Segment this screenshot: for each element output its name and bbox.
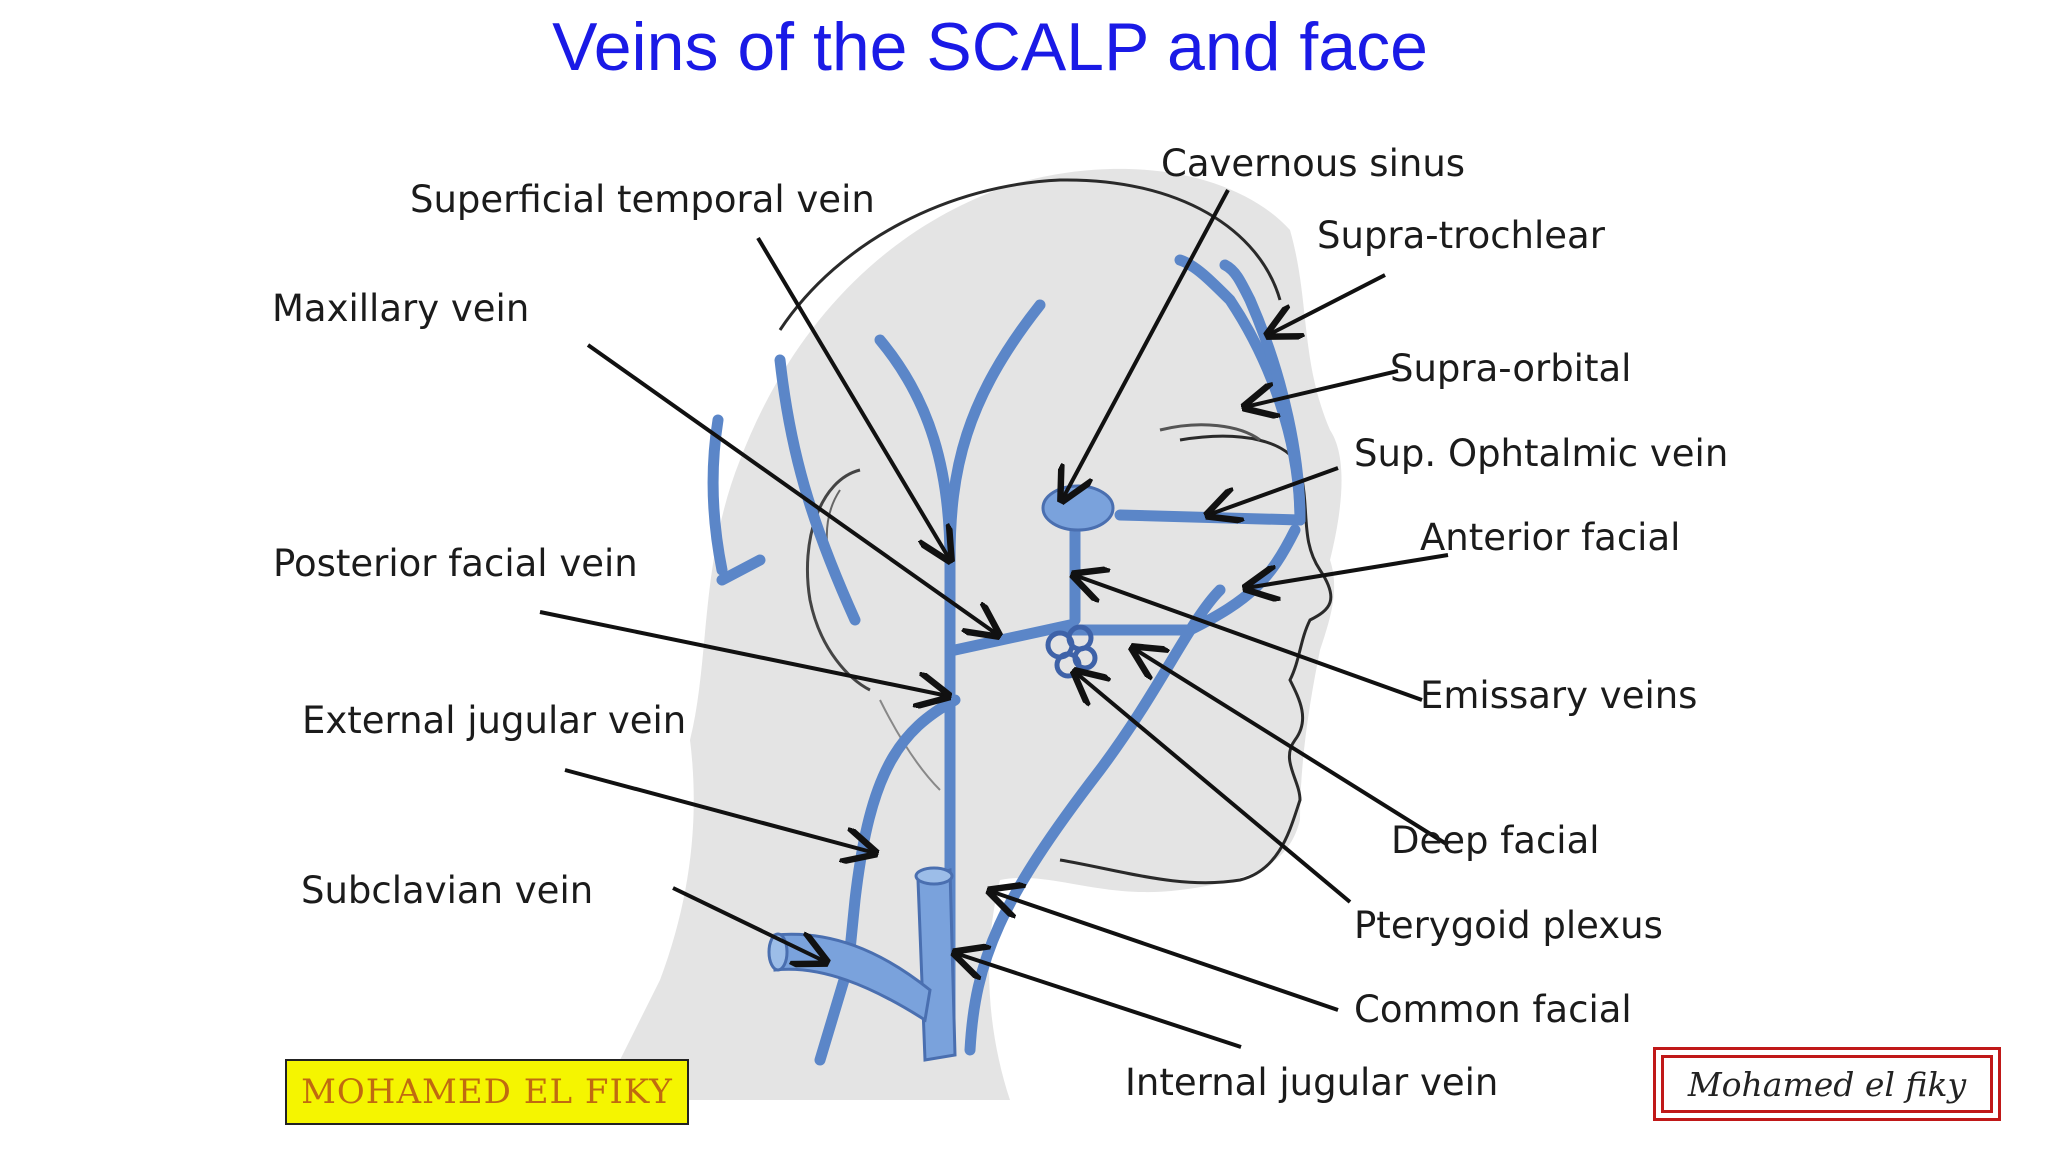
- label-sup-ophtalmic-vein: Sup. Ophtalmic vein: [1354, 432, 1729, 475]
- slide-title: Veins of the SCALP and face: [552, 9, 1428, 85]
- arrow-emissary-veins: [1074, 575, 1423, 702]
- arrow-cavernous-sinus: [1062, 189, 1230, 500]
- arrow-pterygoid-plexus: [1075, 672, 1352, 904]
- label-anterior-facial: Anterior facial: [1420, 516, 1681, 559]
- arrow-anterior-facial: [1246, 553, 1449, 588]
- label-common-facial: Common facial: [1354, 988, 1632, 1031]
- arrow-external-jugular-vein: [564, 768, 875, 853]
- vein-network: [707, 254, 1306, 1066]
- pterygoid-plexus-shape: [1045, 624, 1098, 679]
- label-supra-orbital: Supra-orbital: [1390, 347, 1632, 390]
- label-pointer-arrows: [539, 189, 1450, 1049]
- arrow-sup-ophtalmic-vein: [1208, 466, 1339, 515]
- label-internal-jugular-vein: Internal jugular vein: [1125, 1061, 1499, 1104]
- arrow-supra-trochlear: [1268, 273, 1386, 335]
- arrow-posterior-facial-vein: [539, 610, 948, 696]
- label-external-jugular-vein: External jugular vein: [302, 699, 687, 742]
- arrow-supra-orbital: [1245, 369, 1399, 407]
- arrow-deep-facial: [1133, 648, 1450, 847]
- arrow-superficial-temporal-vein: [756, 236, 950, 560]
- label-superficial-temporal-vein: Superficial temporal vein: [410, 178, 875, 221]
- label-supra-trochlear: Supra-trochlear: [1317, 214, 1605, 257]
- author-badge-left: MOHAMED EL FIKY: [285, 1059, 689, 1125]
- arrow-maxillary-vein: [586, 343, 998, 635]
- label-emissary-veins: Emissary veins: [1420, 674, 1698, 717]
- label-cavernous-sinus: Cavernous sinus: [1161, 142, 1466, 185]
- arrow-internal-jugular-vein: [955, 953, 1242, 1049]
- label-maxillary-vein: Maxillary vein: [272, 287, 530, 330]
- arrow-subclavian-vein: [672, 886, 826, 962]
- arrow-common-facial: [990, 891, 1339, 1012]
- label-deep-facial: Deep facial: [1391, 819, 1600, 862]
- cavernous-sinus-shape: [1041, 484, 1115, 532]
- label-posterior-facial-vein: Posterior facial vein: [273, 542, 638, 585]
- label-pterygoid-plexus: Pterygoid plexus: [1354, 904, 1663, 947]
- author-badge-right: Mohamed el fiky: [1653, 1047, 2001, 1121]
- label-subclavian-vein: Subclavian vein: [301, 869, 594, 912]
